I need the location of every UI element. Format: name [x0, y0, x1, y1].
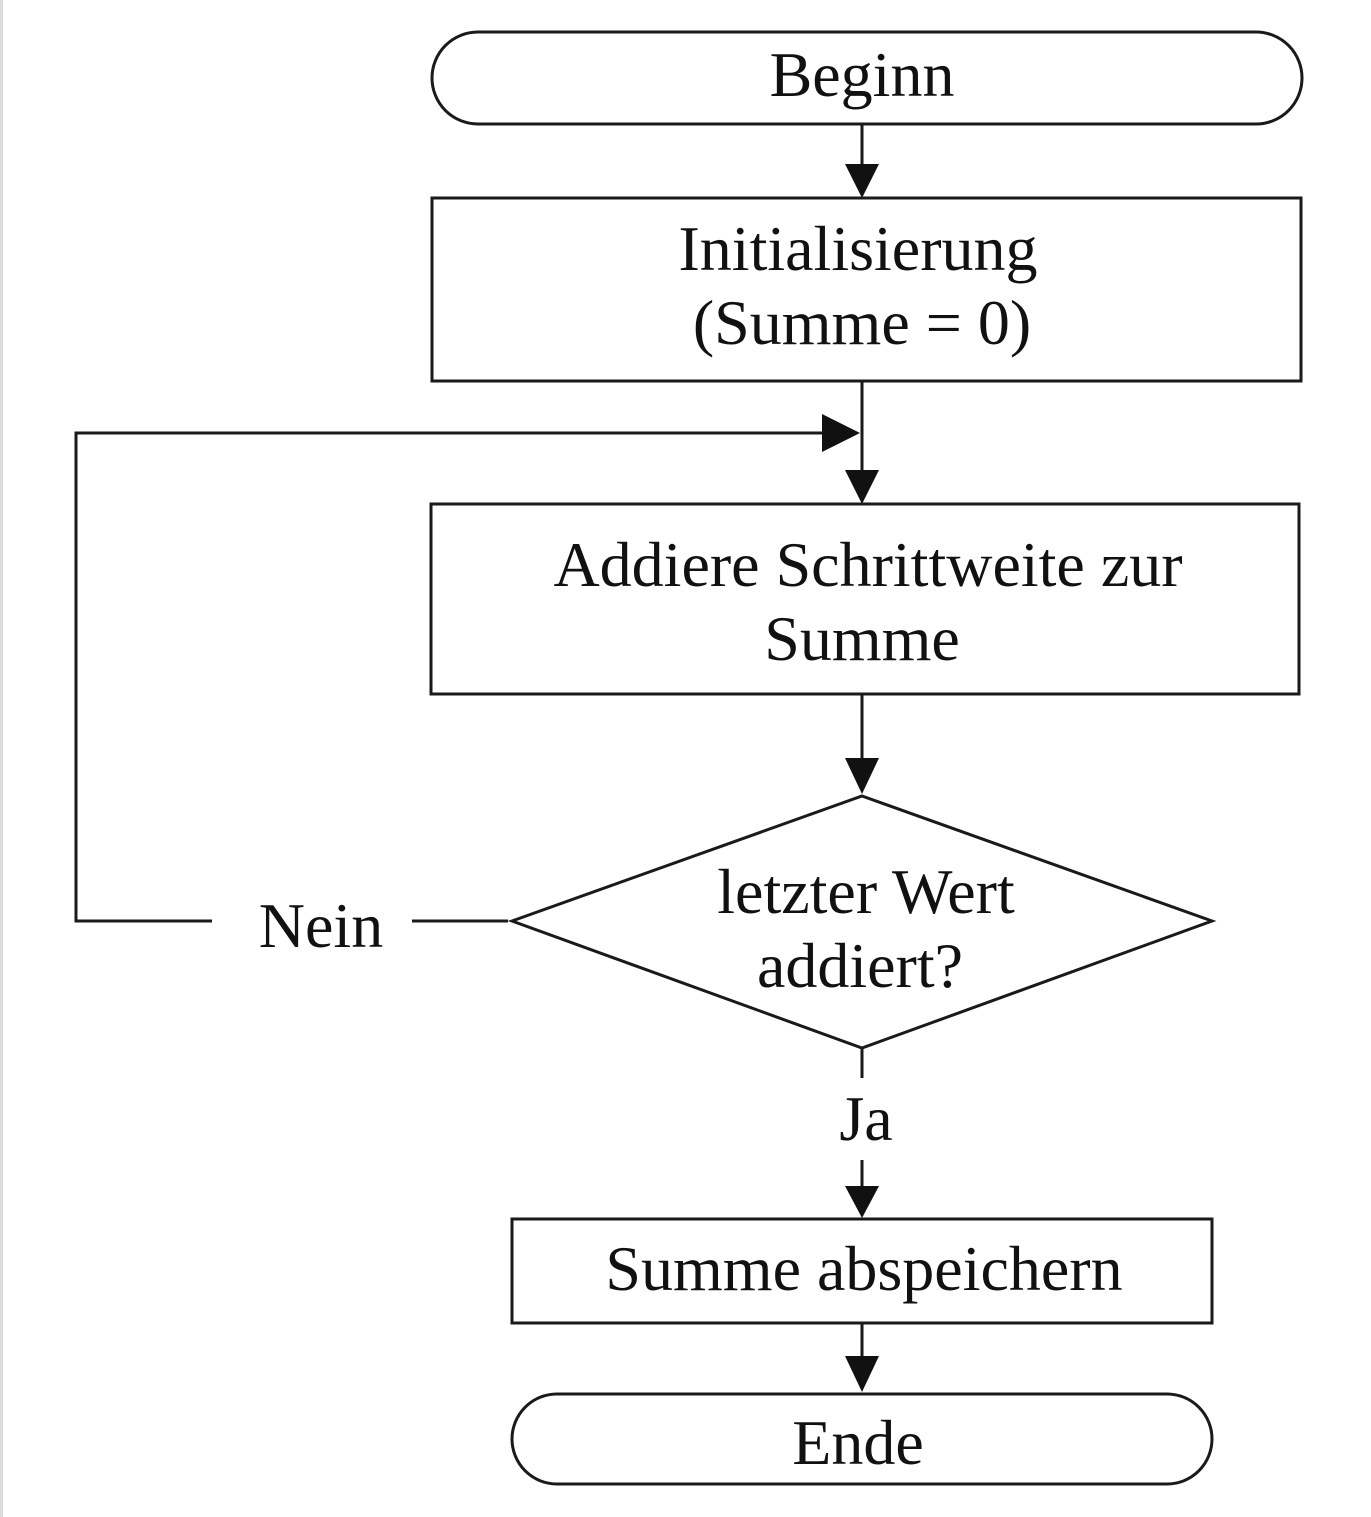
init-label-line1: Initialisierung [678, 213, 1037, 284]
save-process-box [510, 1217, 1214, 1325]
add-process-box [429, 502, 1301, 696]
init-process-box [430, 196, 1303, 383]
start-terminator [430, 30, 1304, 126]
arrow-head-down-icon [845, 1186, 879, 1218]
save-label: Summe abspeichern [605, 1233, 1122, 1304]
no-branch-label: Nein [259, 890, 383, 961]
decision-label-line2: addiert? [757, 930, 963, 1001]
decision-label-line1: letzter Wert [717, 856, 1015, 927]
arrow-head-down-icon [845, 758, 879, 794]
end-terminator [510, 1392, 1214, 1486]
loop-back-line [74, 431, 826, 923]
arrow-head-right-icon [822, 414, 860, 452]
yes-branch-label: Ja [839, 1083, 892, 1154]
add-label-line1: Addiere Schrittweite zur [553, 529, 1182, 600]
arrow-head-down-icon [845, 1356, 879, 1392]
add-label-line2: Summe [764, 603, 960, 674]
end-label: Ende [792, 1407, 924, 1478]
arrow-head-down-icon [845, 164, 879, 198]
page-edge [0, 0, 3, 1517]
arrow-head-down-icon [845, 470, 879, 504]
init-label-line2: (Summe = 0) [693, 287, 1031, 358]
start-label: Beginn [770, 39, 955, 110]
